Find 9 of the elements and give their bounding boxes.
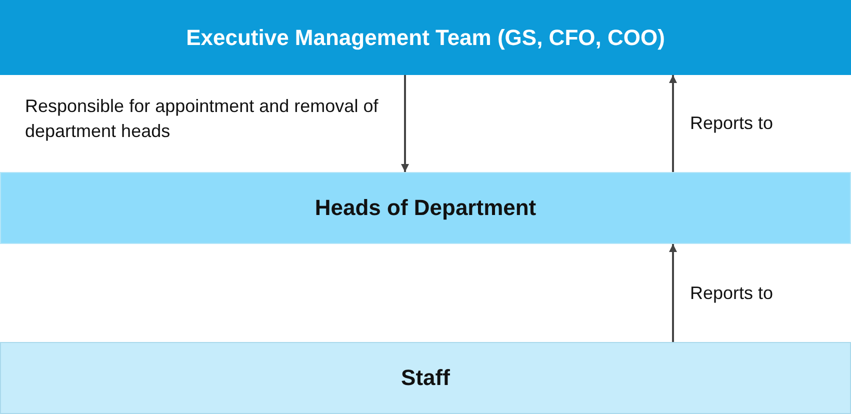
arrow [669, 244, 677, 342]
arrow [669, 75, 677, 172]
arrow [401, 75, 409, 172]
level-title: Executive Management Team (GS, CFO, COO) [186, 24, 665, 50]
org-level-box [0, 342, 851, 414]
org-level-box [0, 0, 851, 75]
org-level-box [0, 172, 851, 244]
level-title: Heads of Department [314, 195, 536, 221]
level-title: Staff [401, 365, 450, 391]
